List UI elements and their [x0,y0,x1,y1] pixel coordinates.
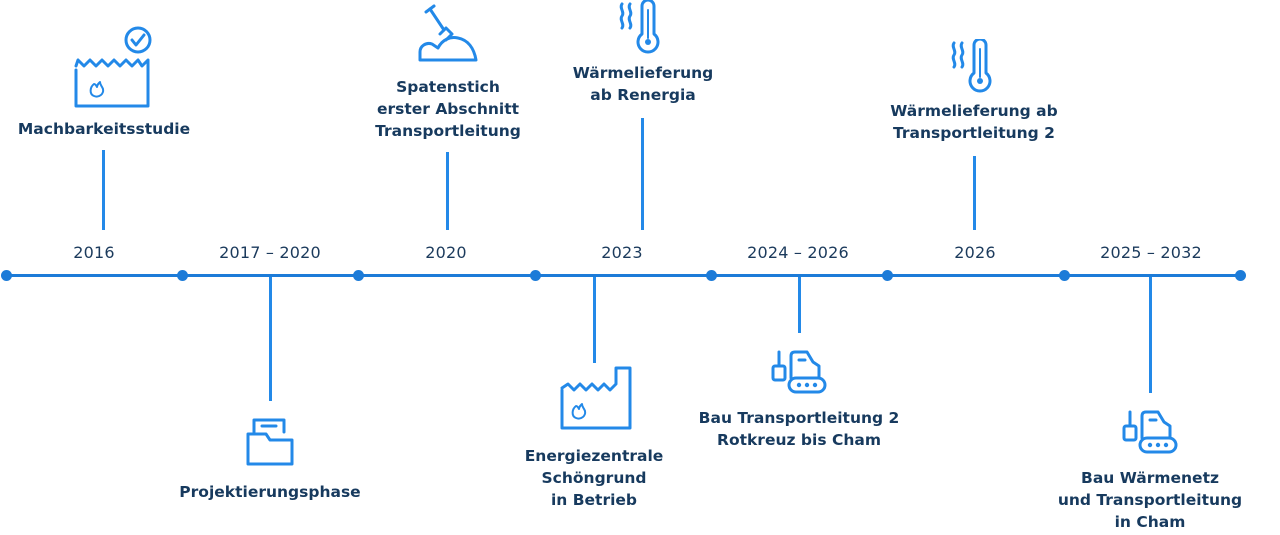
label-line: ab Renergia [590,86,696,104]
label-line: in Betrieb [550,491,638,509]
period-label: 2017 – 2020 [219,243,321,262]
factory-icon [554,366,634,436]
timeline-dot [706,270,717,281]
label-line: Energiezentrale [524,447,664,465]
milestone-label: Wärmelieferung ab Renergia [573,62,714,106]
timeline-dot [882,270,893,281]
factory-check-icon [64,26,160,112]
label-line: Projektierungsphase [179,483,361,501]
milestone-label: Bau Wärmenetz und Transportleitung in Ch… [1058,467,1242,533]
label-line: Transportleitung 2 [893,124,1055,142]
connector-line [269,277,272,401]
period-label: 2016 [73,243,115,262]
timeline-axis [6,274,1240,277]
period-label: 2023 [601,243,643,262]
label-line: und Transportleitung [1057,491,1243,509]
excavator-icon [1120,408,1180,456]
milestone-label: Bau Transportleitung 2 Rotkreuz bis Cham [699,407,900,451]
shovel-icon [416,4,480,66]
label-line: Bau Transportleitung 2 [698,409,900,427]
milestone-label: Projektierungsphase [179,481,360,503]
folder-icon [242,414,298,470]
timeline-dot [1,270,12,281]
label-line: Schöngrund [541,469,647,487]
period-label: 2020 [425,243,467,262]
excavator-icon [769,348,829,396]
connector-line [102,150,105,230]
period-label: 2025 – 2032 [1100,243,1202,262]
label-line: erster Abschnitt [376,100,520,118]
timeline-dot [530,270,541,281]
label-line: Rotkreuz bis Cham [717,431,881,449]
label-line: Wärmelieferung ab [890,102,1058,120]
label-line: Wärmelieferung [572,64,714,82]
period-label: 2026 [954,243,996,262]
milestone-label: Energiezentrale Schöngrund in Betrieb [525,445,664,511]
label-line: Transportleitung [375,122,521,140]
connector-line [446,152,449,230]
timeline-dot [1235,270,1246,281]
thermometer-icon [948,39,1000,93]
connector-line [1149,277,1152,393]
label-line: Bau Wärmenetz [1081,469,1219,487]
milestone-label: Wärmelieferung ab Transportleitung 2 [890,100,1057,144]
timeline-dot [177,270,188,281]
connector-line [593,277,596,363]
label-line: Machbarkeitsstudie [17,120,191,138]
period-label: 2024 – 2026 [747,243,849,262]
connector-line [641,118,644,230]
milestone-label: Spatenstich erster Abschnitt Transportle… [375,76,521,142]
timeline-dot [353,270,364,281]
thermometer-icon [616,0,668,54]
connector-line [798,277,801,333]
timeline-dot [1059,270,1070,281]
connector-line [973,156,976,230]
label-line: in Cham [1114,513,1186,531]
milestone-label: Machbarkeitsstudie [18,118,190,140]
label-line: Spatenstich [396,78,500,96]
